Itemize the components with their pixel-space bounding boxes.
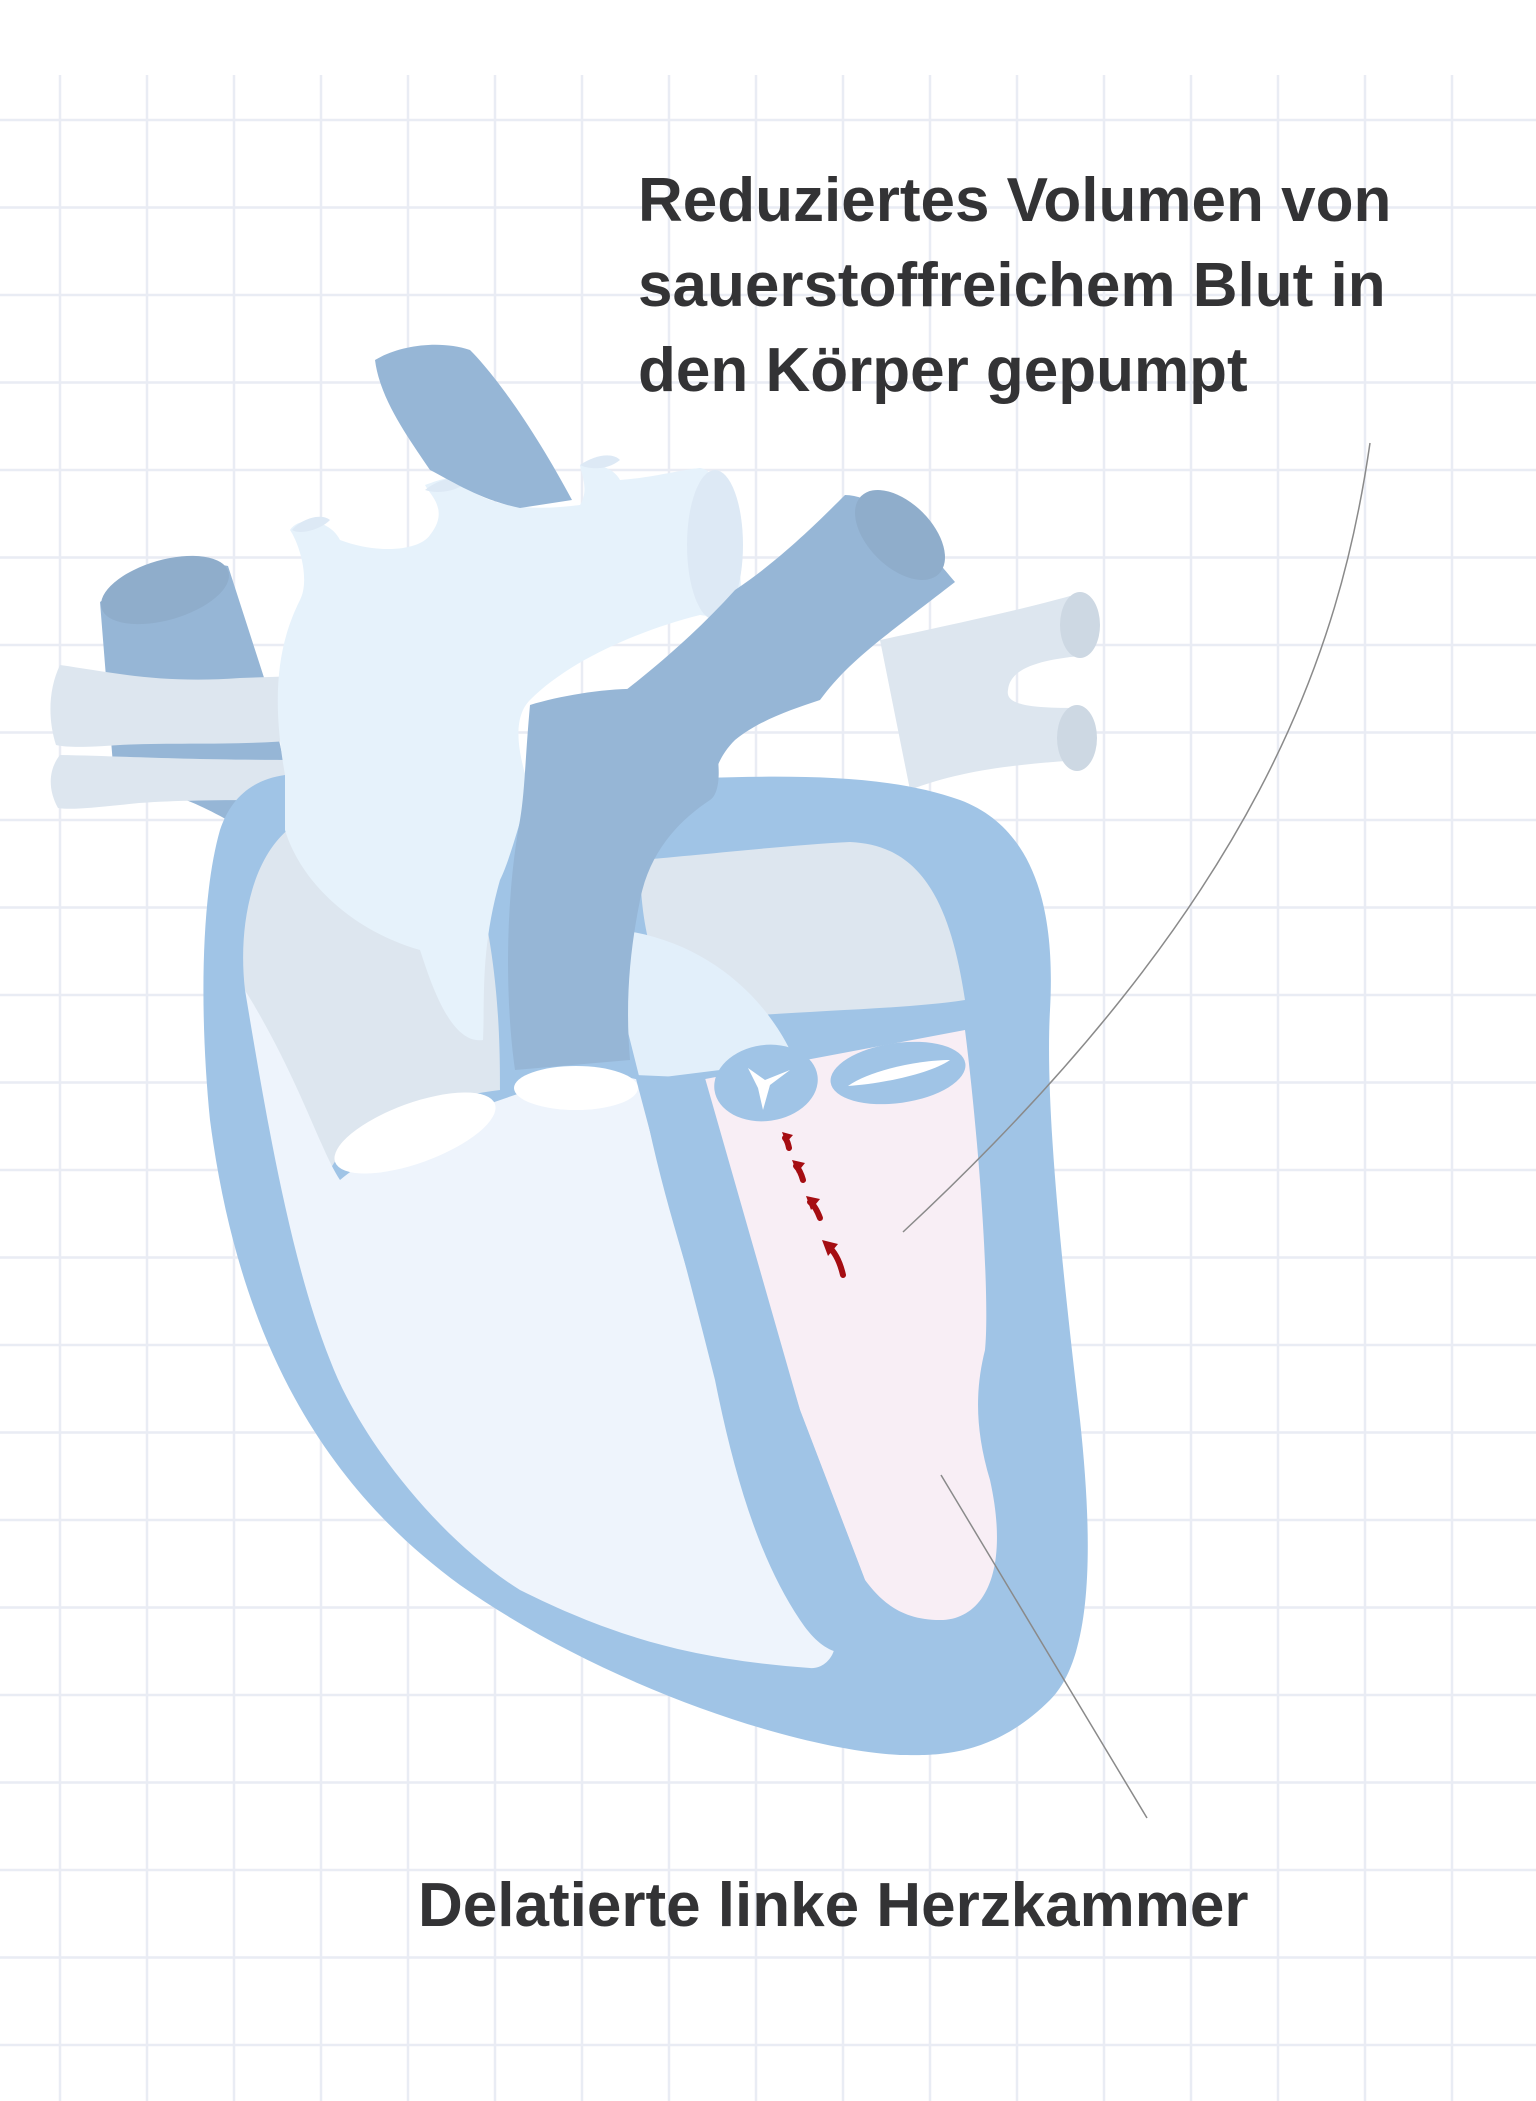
flow-arrow-3-head xyxy=(792,1160,805,1173)
flow-arrow-2-head xyxy=(806,1196,820,1210)
annotation-reduced-volume-line-1: Reduziertes Volumen von xyxy=(638,166,1392,235)
right-pulmonary-vein-upper xyxy=(50,665,300,747)
pulmonary-trunk xyxy=(375,344,572,508)
leader-line-top xyxy=(902,442,1371,1233)
pulmonary-artery-right-opening xyxy=(855,490,945,580)
aortic-root xyxy=(620,930,790,1080)
annotation-dilated-left-ventricle: Delatierte linke Herzkammer xyxy=(418,1871,1249,1940)
aortic-branch-cap-left xyxy=(292,516,330,532)
flow-arrow-4-head xyxy=(782,1132,793,1143)
inferior-vena-cava-opening xyxy=(334,1092,496,1174)
left-pulmonary-vein-lower-opening xyxy=(1057,705,1097,771)
annotation-reduced-volume-line-2: sauerstoffreichem Blut in xyxy=(638,251,1386,320)
left-pulmonary-vein-upper-opening xyxy=(1060,592,1100,658)
aortic-valve-cusps xyxy=(748,1068,790,1110)
pulmonary-valve-opening xyxy=(514,1066,638,1110)
annotation-reduced-volume: Reduziertes Volumen von sauerstoffreiche… xyxy=(638,158,1518,413)
flow-arrow-1-head xyxy=(822,1240,838,1256)
aortic-branch-cap-right xyxy=(580,455,620,469)
pulmonary-artery-descending xyxy=(508,688,719,1070)
left-ventricle xyxy=(700,1030,997,1620)
aorta-opening xyxy=(687,470,743,620)
aorta xyxy=(277,464,741,1041)
leader-line-bottom xyxy=(940,1474,1148,1819)
superior-vena-cava-opening xyxy=(101,555,229,625)
interventricular-septum xyxy=(635,1075,882,1654)
annotation-reduced-volume-line-3: den Körper gepumpt xyxy=(638,336,1248,405)
blood-flow-arrows xyxy=(782,1132,846,1278)
mitral-valve-slit xyxy=(848,1060,950,1086)
left-pulmonary-vein-upper xyxy=(880,596,1080,790)
